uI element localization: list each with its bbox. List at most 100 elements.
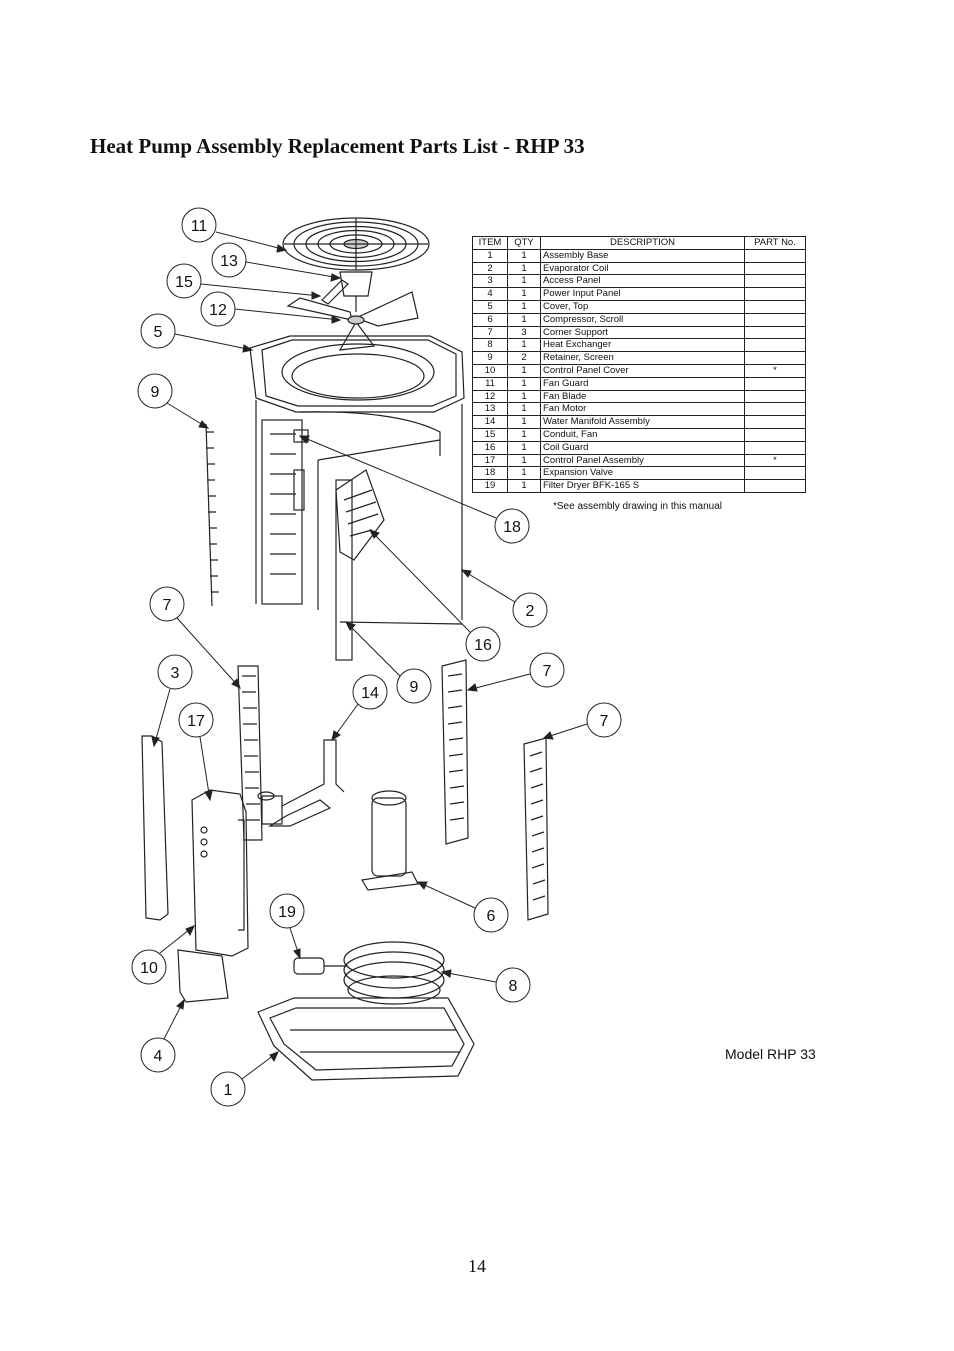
callout-12: 12	[200, 291, 342, 327]
cell-qty: 1	[507, 427, 541, 442]
cell-qty: 1	[507, 287, 541, 301]
cell-description: Corner Support	[540, 325, 745, 340]
coil-guard-part	[335, 469, 385, 661]
cell-qty: 2	[507, 351, 541, 365]
table-header-row: ITEM QTY DESCRIPTION PART No.	[472, 236, 806, 250]
cell-item: 10	[472, 363, 508, 378]
cell-description: Heat Exchanger	[540, 338, 745, 353]
cell-part-no	[744, 389, 806, 404]
corner-support-part	[237, 665, 263, 841]
callout-10: 10	[131, 925, 195, 985]
cell-part-no	[744, 440, 806, 455]
fan-motor-part	[339, 271, 373, 312]
cell-item: 16	[472, 440, 508, 455]
cell-description: Expansion Valve	[540, 466, 745, 481]
page-number: 14	[468, 1256, 486, 1276]
svg-text:5: 5	[154, 324, 163, 341]
cell-item: 18	[472, 466, 508, 481]
callout-18: 18	[298, 435, 530, 544]
callout-5: 5	[140, 313, 254, 353]
svg-text:14: 14	[361, 685, 379, 702]
page-title: Heat Pump Assembly Replacement Parts Lis…	[90, 134, 585, 158]
cell-item: 6	[472, 312, 508, 327]
column-header-qty: QTY	[507, 236, 541, 250]
cell-qty: 1	[507, 453, 541, 468]
cell-item: 14	[472, 415, 508, 429]
fan-blade-part	[286, 291, 419, 351]
callout-7b: 7	[466, 652, 565, 692]
svg-text:3: 3	[171, 665, 180, 682]
fan-guard-part	[282, 217, 430, 271]
svg-text:7: 7	[163, 597, 172, 614]
callout-15: 15	[166, 263, 322, 300]
svg-text:18: 18	[503, 519, 521, 536]
cell-qty: 1	[507, 274, 541, 289]
cell-description: Fan Guard	[540, 376, 745, 391]
cell-part-no	[744, 312, 806, 327]
svg-text:19: 19	[278, 904, 296, 921]
cell-item: 19	[472, 479, 508, 493]
callout-9: 9	[137, 373, 210, 429]
callout-13: 13	[211, 242, 342, 282]
cell-part-no	[744, 479, 806, 493]
cell-part-no: *	[744, 453, 806, 468]
cell-item: 8	[472, 338, 508, 353]
svg-text:16: 16	[474, 637, 492, 654]
cell-description: Access Panel	[540, 274, 745, 289]
cell-item: 13	[472, 402, 508, 417]
cell-qty: 1	[507, 402, 541, 417]
svg-text:9: 9	[151, 384, 160, 401]
svg-text:13: 13	[220, 253, 238, 270]
cell-description: Water Manifold Assembly	[540, 415, 745, 429]
cell-description: Control Panel Assembly	[540, 453, 745, 468]
callout-11: 11	[181, 207, 288, 253]
cell-description: Compressor, Scroll	[540, 312, 745, 327]
cell-part-no	[744, 415, 806, 429]
cell-description: Evaporator Coil	[540, 261, 745, 276]
cell-description: Fan Blade	[540, 389, 745, 404]
callout-7: 7	[149, 586, 241, 689]
cell-qty: 1	[507, 248, 541, 263]
cell-item: 1	[472, 248, 508, 263]
top-cover-part	[249, 335, 465, 413]
cell-description: Retainer, Screen	[540, 351, 745, 365]
cell-qty: 1	[507, 389, 541, 404]
cell-part-no: *	[744, 363, 806, 378]
cell-part-no	[744, 325, 806, 340]
cell-qty: 1	[507, 261, 541, 276]
assembly-base-part	[257, 997, 475, 1081]
cell-description: Power Input Panel	[540, 287, 745, 301]
cell-qty: 1	[507, 466, 541, 481]
cell-description: Control Panel Cover	[540, 363, 745, 378]
cell-qty: 1	[507, 312, 541, 327]
cell-part-no	[744, 261, 806, 276]
cell-part-no	[744, 287, 806, 301]
cell-part-no	[744, 466, 806, 481]
cell-item: 7	[472, 325, 508, 340]
model-label: Model RHP 33	[725, 1046, 816, 1062]
corner-support-part	[523, 737, 549, 921]
cell-description: Filter Dryer BFK-165 S	[540, 479, 745, 493]
filter-dryer-part	[293, 957, 348, 975]
cell-part-no	[744, 299, 806, 314]
callout-17: 17	[178, 702, 214, 802]
fan-conduit-part	[321, 279, 349, 305]
cell-part-no	[744, 351, 806, 365]
callout-6: 6	[416, 881, 509, 933]
cell-item: 3	[472, 274, 508, 289]
cell-item: 2	[472, 261, 508, 276]
cell-qty: 1	[507, 415, 541, 429]
svg-text:7: 7	[543, 663, 552, 680]
evaporator-coil-part	[255, 400, 463, 625]
